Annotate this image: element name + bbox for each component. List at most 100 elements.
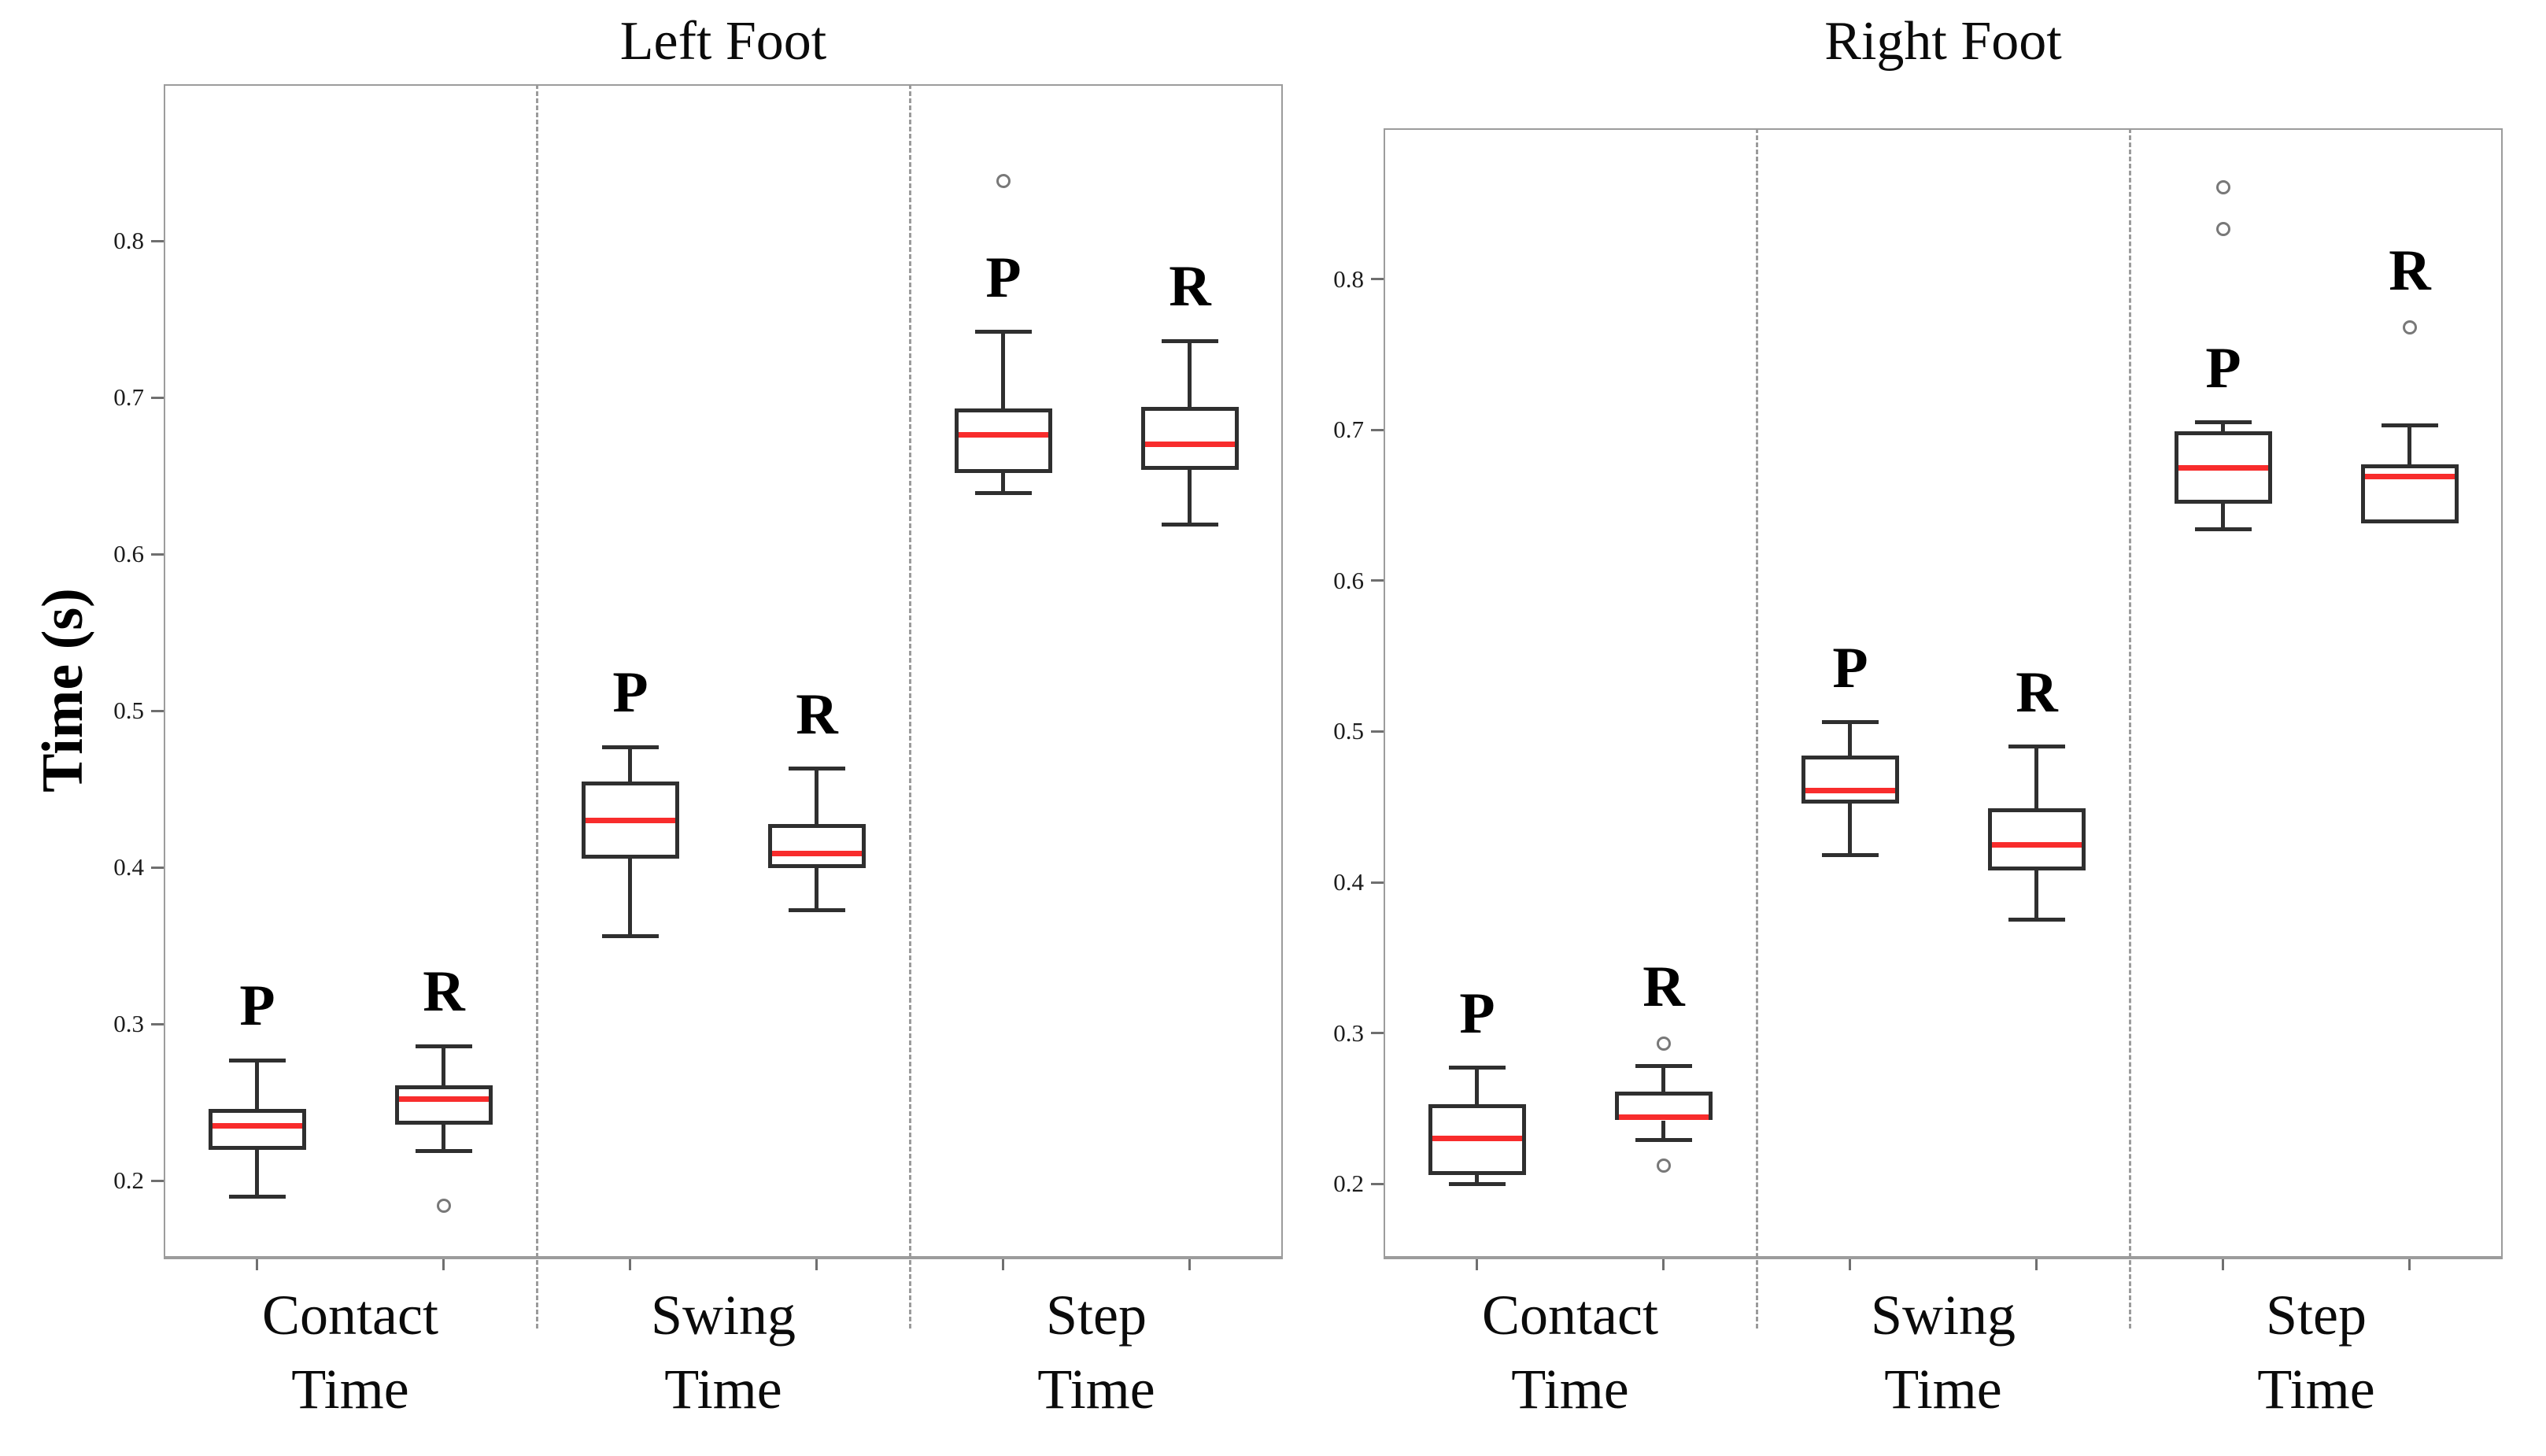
lower-whisker: [815, 867, 818, 910]
lower-whisker: [2221, 504, 2225, 530]
upper-whisker: [2221, 423, 2225, 431]
series-label: P: [985, 246, 1022, 310]
x-tick: [442, 1259, 445, 1270]
median-line: [212, 1123, 302, 1129]
lower-whisker: [1001, 473, 1005, 493]
median-line: [1805, 788, 1895, 793]
y-tick-label: 0.3: [113, 1010, 144, 1037]
x-tick: [1188, 1259, 1191, 1270]
category-label-line2: Time: [1037, 1358, 1155, 1421]
upper-whisker-cap: [2008, 745, 2065, 748]
y-tick: [1371, 1032, 1384, 1034]
upper-whisker-cap: [975, 330, 1032, 334]
median-line: [772, 851, 862, 856]
y-tick: [151, 1180, 164, 1182]
lower-whisker-cap: [1162, 523, 1218, 527]
series-label: P: [1459, 981, 1495, 1046]
y-tick: [1371, 278, 1384, 280]
upper-whisker: [1661, 1066, 1665, 1092]
y-tick: [151, 553, 164, 556]
category-divider-line: [536, 84, 538, 1329]
median-line: [586, 818, 675, 823]
category-divider-line: [1756, 128, 1758, 1329]
lower-whisker-cap: [975, 491, 1032, 495]
y-tick-label: 0.2: [113, 1166, 144, 1194]
upper-whisker: [1001, 332, 1005, 409]
panel-title-right-foot: Right Foot: [1824, 11, 2062, 72]
y-tick-label: 0.5: [113, 697, 144, 724]
category-label-line2: Time: [291, 1358, 409, 1421]
y-tick-label: 0.7: [1333, 416, 1364, 443]
y-tick-label: 0.3: [1333, 1019, 1364, 1047]
median-line: [959, 432, 1048, 438]
upper-whisker: [2407, 425, 2411, 464]
upper-whisker-cap: [1822, 720, 1879, 724]
lower-whisker-cap: [1635, 1138, 1692, 1142]
y-tick: [1371, 429, 1384, 431]
category-label-line1: Step: [2265, 1284, 2367, 1347]
y-tick-label: 0.6: [1333, 567, 1364, 594]
series-label: R: [1169, 254, 1211, 319]
category-label-line1: Contact: [1482, 1284, 1658, 1347]
series-label: R: [796, 682, 838, 747]
y-tick-label: 0.4: [1333, 868, 1364, 896]
upper-whisker: [1848, 722, 1852, 756]
y-tick-label: 0.7: [113, 383, 144, 411]
y-tick: [1371, 730, 1384, 733]
series-label: P: [612, 660, 649, 725]
outlier-point: [1657, 1159, 1671, 1173]
lower-whisker: [1661, 1121, 1665, 1140]
upper-whisker-cap: [1449, 1066, 1506, 1070]
outlier-point: [2403, 320, 2417, 334]
y-tick: [151, 1023, 164, 1025]
series-label: P: [2205, 336, 2241, 401]
category-label-line2: Time: [1884, 1358, 2002, 1421]
upper-whisker-cap: [789, 767, 845, 770]
category-label-line2: Time: [2257, 1358, 2375, 1421]
category-label-line2: Time: [664, 1358, 782, 1421]
x-tick: [2035, 1259, 2038, 1270]
x-tick: [2408, 1259, 2411, 1270]
category-divider-line: [2129, 128, 2131, 1329]
y-tick: [1371, 881, 1384, 884]
lower-whisker: [1848, 804, 1852, 855]
median-line: [2178, 465, 2268, 471]
y-tick-label: 0.5: [1333, 717, 1364, 745]
x-tick: [1849, 1259, 1851, 1270]
lower-whisker-cap: [416, 1149, 472, 1153]
x-tick: [1002, 1259, 1004, 1270]
boxplot-box: [955, 408, 1052, 473]
upper-whisker: [255, 1060, 259, 1109]
median-line: [1432, 1136, 1522, 1141]
y-tick: [151, 710, 164, 712]
lower-whisker-cap: [2008, 918, 2065, 922]
lower-whisker: [2034, 870, 2038, 920]
y-tick: [151, 867, 164, 869]
y-tick-label: 0.6: [113, 540, 144, 567]
panel-title-left-foot: Left Foot: [619, 11, 827, 72]
category-label-line1: Swing: [1870, 1284, 2016, 1347]
lower-whisker-cap: [1822, 853, 1879, 857]
lower-whisker-cap: [602, 934, 659, 938]
median-line: [1619, 1114, 1709, 1120]
upper-whisker: [1188, 341, 1192, 407]
median-line: [1145, 442, 1235, 447]
plot-area-right-foot: [1384, 128, 2503, 1259]
lower-whisker-cap: [2195, 527, 2252, 531]
y-tick-label: 0.4: [113, 853, 144, 881]
outlier-point: [2216, 180, 2230, 194]
x-tick: [1662, 1259, 1665, 1270]
series-label: P: [239, 974, 275, 1038]
upper-whisker: [815, 769, 818, 824]
median-line: [2365, 474, 2455, 479]
x-tick: [2222, 1259, 2224, 1270]
lower-whisker: [442, 1125, 445, 1151]
category-label-line2: Time: [1511, 1358, 1629, 1421]
outlier-point: [996, 174, 1011, 188]
x-tick: [815, 1259, 818, 1270]
lower-whisker-cap: [229, 1195, 286, 1199]
y-tick-label: 0.8: [1333, 265, 1364, 293]
x-tick: [1476, 1259, 1478, 1270]
boxplot-box: [395, 1085, 493, 1125]
median-line: [399, 1096, 489, 1102]
